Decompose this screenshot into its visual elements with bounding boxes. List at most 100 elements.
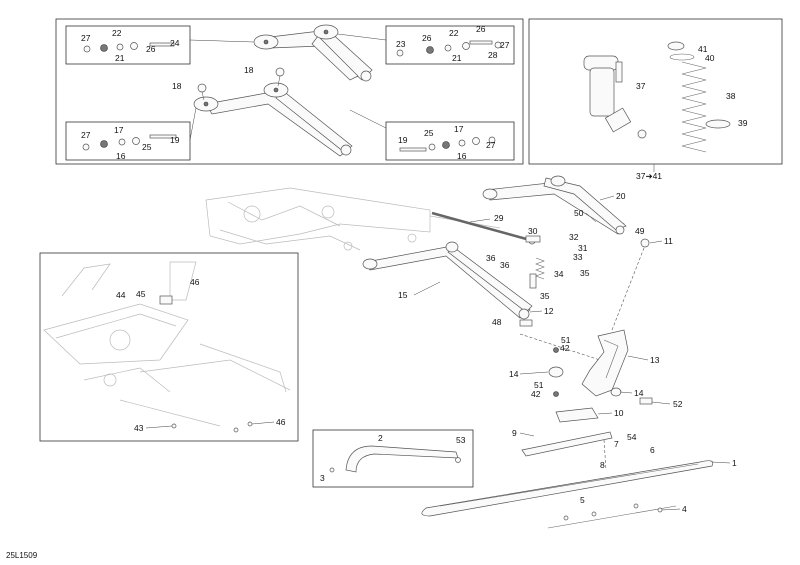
callout-17-a: 17 [114,125,124,135]
callout-43: 43 [134,423,144,433]
callout-42-b: 42 [531,389,541,399]
callout-4: 4 [682,504,687,514]
callout-21-a: 21 [115,53,125,63]
washer-52 [639,397,653,405]
callout-15: 15 [398,290,408,300]
hardware-box-bottom-right [385,121,515,161]
chassis-outline [205,187,501,251]
callout-10: 10 [614,408,624,418]
stabilizer-link [431,211,536,245]
ball-joint-48 [519,319,533,327]
callout-51-b: 51 [534,380,544,390]
callout-2: 2 [378,433,383,443]
callout-18-b: 18 [172,81,182,91]
callout-31: 31 [578,243,588,253]
hardware-box-bottom-left [65,121,191,161]
ski-handle-frame [312,429,474,488]
nut-42 [553,391,559,397]
callout-18-a: 18 [244,65,254,75]
hardware-row-bottom-right [399,136,496,152]
upper-a-arm-bottom [193,82,353,157]
small-shock-spring [529,257,545,289]
hardware-row-bottom-left [82,134,177,151]
callout-39: 39 [738,118,748,128]
callouts: 27 22 26 24 21 23 26 22 26 27 28 21 18 1… [81,24,748,514]
callout-49: 49 [635,226,645,236]
callout-20: 20 [616,191,626,201]
callout-46-b: 46 [276,417,286,427]
callout-53: 53 [456,435,466,445]
ski-bracket [521,431,613,457]
callout-25-a: 25 [142,142,152,152]
callout-35-b: 35 [540,291,550,301]
callout-45: 45 [136,289,146,299]
upper-arm-frame [55,18,524,165]
callout-26-b: 26 [422,33,432,43]
axis-line [519,333,601,361]
callout-38: 38 [726,91,736,101]
lower-a-arm [362,241,533,320]
hardware-box-top-left [65,25,191,65]
hardware-row-top-right [396,40,502,57]
callout-16-b: 16 [457,151,467,161]
callout-28: 28 [488,50,498,60]
callout-14-b: 14 [634,388,644,398]
callout-16-a: 16 [116,151,126,161]
bracket-31 [525,235,541,243]
callout-23: 23 [396,39,406,49]
callout-42-a: 42 [560,343,570,353]
callout-54: 54 [627,432,637,442]
nut-42-top [553,347,559,353]
callout-50: 50 [574,208,584,218]
callout-26-c: 26 [476,24,486,34]
callout-25-b: 25 [424,128,434,138]
callout-14-a: 14 [509,369,519,379]
callout-52: 52 [673,399,683,409]
callout-17-b: 17 [454,124,464,134]
bushing-18-left [197,83,207,93]
callout-5: 5 [580,495,585,505]
callout-44: 44 [116,290,126,300]
spring-seat [669,53,695,61]
callout-41: 41 [698,44,708,54]
callout-30: 30 [528,226,538,236]
callout-6: 6 [650,445,655,455]
callout-19-a: 19 [170,135,180,145]
runner [547,503,677,529]
steering-rod [611,238,650,331]
callout-33: 33 [573,252,583,262]
callout-27-b: 27 [500,40,510,50]
callout-36-a: 36 [486,253,496,263]
callout-3: 3 [320,473,325,483]
bushing-18-top [275,67,285,77]
upper-a-arm [482,175,627,235]
shock-frame [528,18,783,165]
callout-51-a: 51 [561,335,571,345]
bushing-14-left [548,366,564,378]
callout-24: 24 [170,38,180,48]
spring-stopper [667,41,685,51]
callout-37: 37 [636,81,646,91]
callout-36-b: 36 [500,260,510,270]
callout-7: 7 [614,439,619,449]
callout-34: 34 [554,269,564,279]
hardware-row-top-left [83,42,175,53]
shock-spring [681,61,707,153]
callout-40: 40 [705,53,715,63]
ski-handle [329,445,461,473]
callout-35-a: 35 [580,268,590,278]
shock-absorber [583,55,647,139]
callout-22-a: 22 [112,28,122,38]
callout-22-b: 22 [449,28,459,38]
diagram-code: 25L1509 [6,551,38,560]
callout-27-d: 27 [486,140,496,150]
ski-mount-10 [555,407,599,423]
callout-9: 9 [512,428,517,438]
callout-27-c: 27 [81,130,91,140]
ski-bolt-line [603,439,607,471]
upper-a-arm-top [253,24,373,82]
chassis-detail-frame [39,252,299,442]
callout-32: 32 [569,232,579,242]
bushing-14-right [610,387,622,397]
